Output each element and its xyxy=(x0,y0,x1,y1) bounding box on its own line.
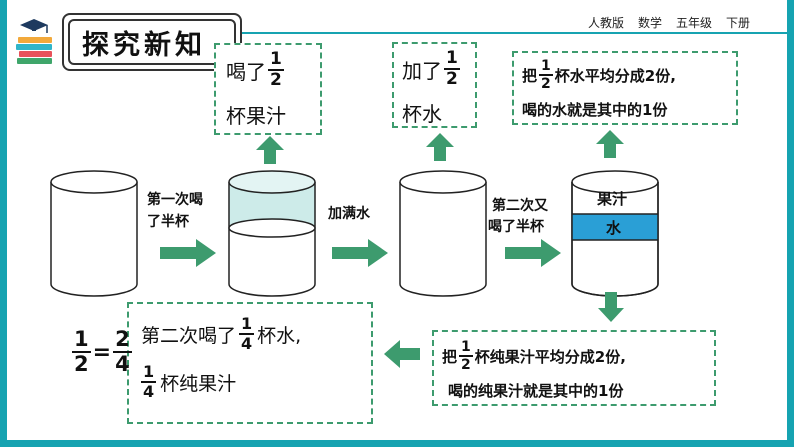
drank-half-prefix: 喝了 xyxy=(226,59,266,84)
equivalence-equation: 1 2 = 2 4 xyxy=(72,329,132,375)
cup-refilled xyxy=(399,170,487,297)
water-split-line2: 喝的水就是其中的1份 xyxy=(522,101,668,119)
subject-label: 数学 xyxy=(638,15,663,30)
water-split-suffix: 杯水平均分成2份, xyxy=(554,66,676,85)
cup-full-juice xyxy=(50,170,138,297)
bottom-frame-bar xyxy=(0,440,794,447)
left-arrow-icon xyxy=(384,340,420,368)
fraction-one-half: 1 2 xyxy=(72,327,91,376)
juice-split-suffix: 杯纯果汁平均分成2份, xyxy=(474,347,626,366)
up-arrow-icon xyxy=(256,136,284,164)
step1-label-line1: 第一次喝 xyxy=(147,192,203,208)
book-stack-icon xyxy=(16,19,52,64)
title-box: 探究新知 xyxy=(62,13,242,71)
water-split-prefix: 把 xyxy=(522,66,538,85)
step3-label-line2: 喝了半杯 xyxy=(488,219,544,235)
fraction-one-half: 1 2 xyxy=(459,339,473,373)
fraction-one-quarter: 1 4 xyxy=(141,362,157,401)
page-title: 探究新知 xyxy=(82,29,206,61)
fraction-one-half: 1 2 xyxy=(268,49,284,90)
step2-label: 加满水 xyxy=(328,206,370,222)
cup-juice-label: 果汁 xyxy=(597,190,628,208)
fraction-one-half: 1 2 xyxy=(539,58,553,92)
water-split-box: 把 1 2 杯水平均分成2份, 喝的水就是其中的1份 xyxy=(512,51,738,125)
result-line1-suffix: 杯水, xyxy=(257,324,302,347)
header-rule xyxy=(236,32,790,34)
juice-split-line2: 喝的纯果汁就是其中的1份 xyxy=(448,382,624,400)
publisher-label: 人教版 xyxy=(588,15,625,30)
right-arrow-icon xyxy=(160,239,216,267)
result-line2-suffix: 杯纯果汁 xyxy=(160,372,237,395)
grade-label: 五年级 xyxy=(676,15,713,30)
left-frame-bar xyxy=(0,0,7,447)
cup-half-juice xyxy=(228,170,316,297)
added-half-prefix: 加了 xyxy=(402,58,442,83)
juice-split-box: 把 1 2 杯纯果汁平均分成2份, 喝的纯果汁就是其中的1份 xyxy=(432,330,716,406)
fraction-one-quarter: 1 4 xyxy=(239,314,255,353)
equals-sign: = xyxy=(92,339,112,365)
right-arrow-icon xyxy=(505,239,561,267)
cup-water-label: 水 xyxy=(606,219,622,237)
header-info: 人教版 数学 五年级 下册 xyxy=(588,13,788,31)
right-frame-bar xyxy=(787,0,794,447)
added-half-suffix: 杯水 xyxy=(402,102,442,126)
step3-label-line1: 第二次又 xyxy=(492,198,548,214)
title-inner-border xyxy=(68,19,236,65)
fraction-two-quarters: 2 4 xyxy=(113,327,132,376)
drank-half-box: 喝了 1 2 杯果汁 xyxy=(214,43,322,135)
down-arrow-icon xyxy=(598,292,624,322)
result-box: 第二次喝了 1 4 杯水, 1 4 杯纯果汁 xyxy=(127,302,373,424)
result-line1-prefix: 第二次喝了 xyxy=(141,324,237,347)
drank-half-suffix: 杯果汁 xyxy=(226,104,286,128)
juice-split-prefix: 把 xyxy=(442,347,458,366)
right-arrow-icon xyxy=(332,239,388,267)
step1-label-line2: 了半杯 xyxy=(147,214,189,230)
added-half-box: 加了 1 2 杯水 xyxy=(392,42,477,128)
up-arrow-icon xyxy=(596,130,624,158)
fraction-one-half: 1 2 xyxy=(444,48,460,89)
up-arrow-icon xyxy=(426,133,454,161)
volume-label: 下册 xyxy=(726,15,751,30)
